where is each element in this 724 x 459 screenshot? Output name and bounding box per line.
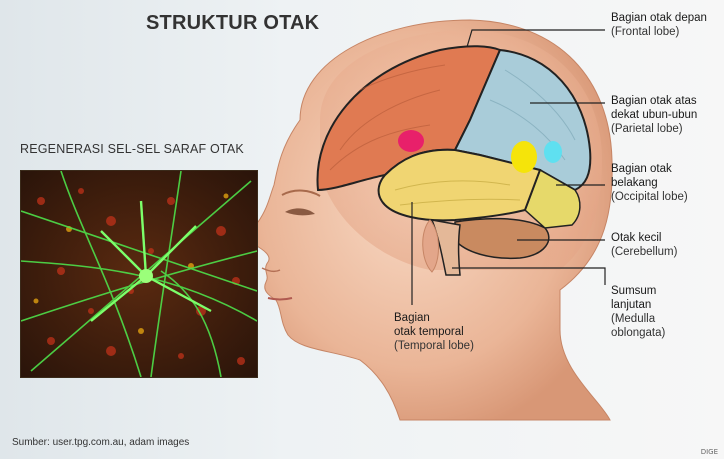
label-cerebellum-latin: (Cerebellum) [611,245,677,259]
diagram-title: STRUKTUR OTAK [146,12,319,35]
label-cerebellum-main: Otak kecil [611,231,677,245]
visual-area-marker [544,141,562,163]
label-medulla-line4: oblongata) [611,326,665,340]
label-occipital-line1: Bagian otak [611,162,688,176]
label-cerebellum: Otak kecil (Cerebellum) [611,231,677,259]
label-parietal-line2: dekat ubun-ubun [611,108,697,122]
label-frontal: Bagian otak depan (Frontal lobe) [611,11,707,39]
label-frontal-latin: (Frontal lobe) [611,25,707,39]
label-medulla-line1: Sumsum [611,284,665,298]
label-occipital-line2: belakang [611,176,688,190]
label-parietal-line1: Bagian otak atas [611,94,697,108]
label-frontal-main: Bagian otak depan [611,11,707,25]
label-occipital: Bagian otak belakang (Occipital lobe) [611,162,688,204]
label-medulla-line2: lanjutan [611,298,665,312]
neuron-image [21,171,257,377]
label-temporal-latin: (Temporal lobe) [394,339,474,353]
source-credit: Sumber: user.tpg.com.au, adam images [12,437,189,448]
label-occipital-latin: (Occipital lobe) [611,190,688,204]
sensory-area-marker [511,141,537,173]
label-parietal-latin: (Parietal lobe) [611,122,697,136]
label-medulla-line3: (Medulla [611,312,665,326]
label-parietal: Bagian otak atas dekat ubun-ubun (Pariet… [611,94,697,136]
label-temporal-line2: otak temporal [394,325,474,339]
neuron-micrograph [20,170,258,378]
label-temporal: Bagian otak temporal (Temporal lobe) [394,311,474,353]
publisher-credit: DIGE [701,448,718,456]
regeneration-caption: REGENERASI SEL-SEL SARAF OTAK [20,142,244,156]
label-temporal-line1: Bagian [394,311,474,325]
label-medulla: Sumsum lanjutan (Medulla oblongata) [611,284,665,340]
motor-area-marker [398,130,424,152]
